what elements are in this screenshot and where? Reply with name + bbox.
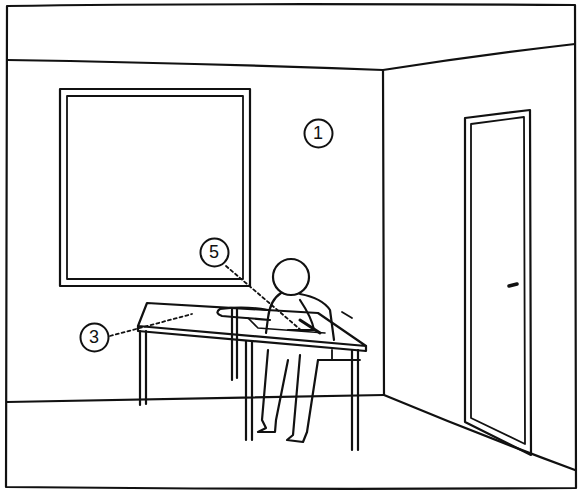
floor-edge: [7, 395, 384, 402]
paper: [248, 318, 325, 333]
ceiling-edge: [7, 60, 383, 70]
table-leg: [352, 350, 358, 450]
person-head: [273, 259, 309, 295]
circle-outline: [304, 119, 332, 147]
chair-seat: [318, 350, 360, 360]
frame: [6, 4, 576, 489]
callout-circle: 3: [79, 322, 110, 353]
floor-edge: [384, 395, 575, 470]
chair-back: [342, 312, 352, 318]
pencil: [300, 320, 320, 333]
door-frame: [471, 117, 525, 444]
table-leg: [232, 308, 237, 380]
door-handle: [509, 284, 517, 286]
table-leg: [140, 331, 146, 405]
person-leg: [287, 355, 318, 442]
window-frame: [60, 89, 250, 286]
wall-corner: [383, 70, 384, 395]
leader-line: [226, 266, 302, 331]
callout-circle: 5: [199, 237, 230, 268]
leader-line: [110, 314, 192, 336]
callout-number: 3: [89, 328, 99, 346]
table-leg: [246, 341, 252, 440]
ceiling-edge: [383, 44, 575, 70]
circle-outline: [200, 238, 228, 266]
window-frame: [67, 96, 243, 279]
callout-number: 5: [209, 243, 219, 261]
door-frame: [465, 110, 531, 455]
circle-outline: [80, 323, 108, 351]
person-arm: [217, 308, 270, 320]
callout-circle: 1: [303, 118, 334, 149]
person-leg: [258, 350, 288, 432]
callout-number: 1: [313, 124, 323, 142]
